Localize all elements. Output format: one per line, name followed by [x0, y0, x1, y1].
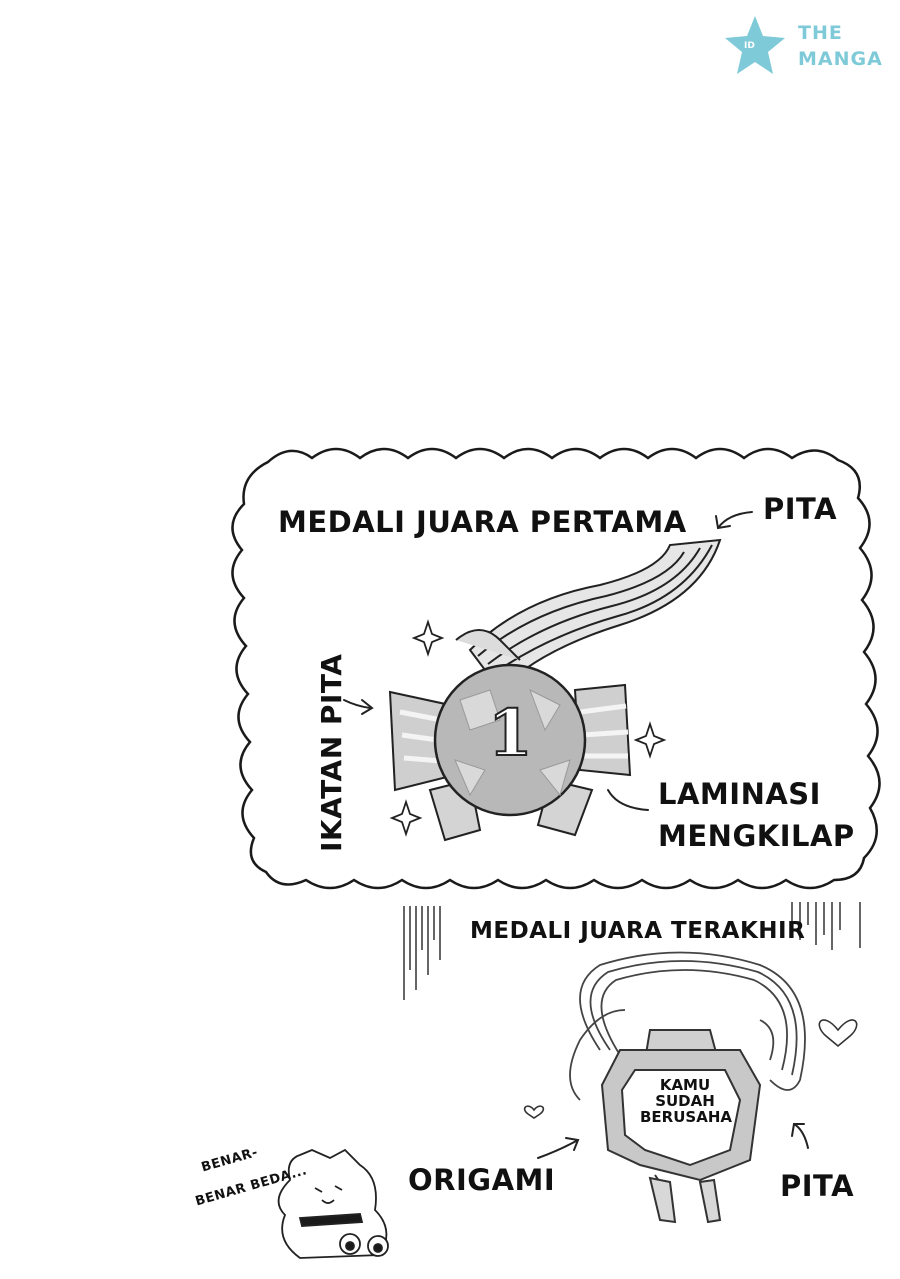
cat-mascot — [277, 1148, 389, 1259]
heart-icons — [523, 1019, 858, 1119]
ribbon-label: PITA — [763, 492, 838, 526]
speed-lines — [403, 902, 861, 1000]
star-icon — [725, 16, 785, 74]
pointer-arrows-last — [537, 1123, 809, 1159]
medal-message-line-2: SUDAH — [655, 1091, 715, 1110]
laminate-label-line-2: MENGKILAP — [658, 819, 855, 853]
last-medal-ribbon — [569, 951, 806, 1101]
bow-label: IKATAN PITA — [315, 653, 348, 852]
medal-message-line-3: BERUSAHA — [640, 1107, 732, 1126]
pointer-arrows-first — [343, 511, 753, 811]
medal-message: KAMU SUDAH BERUSAHA — [640, 1076, 732, 1126]
last-medal-origami — [600, 1029, 762, 1224]
medal-number: 1 — [487, 696, 534, 771]
last-medal-title: MEDALI JUARA TERAKHIR — [470, 918, 806, 944]
laminate-label-line-1: LAMINASI — [658, 777, 821, 811]
sparkle-icons — [389, 619, 667, 837]
watermark-badge: ID — [744, 41, 755, 51]
first-medal-title: MEDALI JUARA PERTAMA — [278, 505, 687, 539]
medal-message-line-1: KAMU — [659, 1076, 711, 1094]
first-medal-disc — [433, 663, 587, 817]
watermark-line-2: MANGA — [798, 48, 883, 70]
watermark-logo: ID THE MANGA — [722, 14, 892, 76]
first-medal-ribbon — [455, 538, 722, 692]
origami-label: ORIGAMI — [408, 1163, 556, 1197]
watermark-line-1: THE — [798, 22, 843, 44]
last-ribbon-label: PITA — [780, 1169, 855, 1203]
